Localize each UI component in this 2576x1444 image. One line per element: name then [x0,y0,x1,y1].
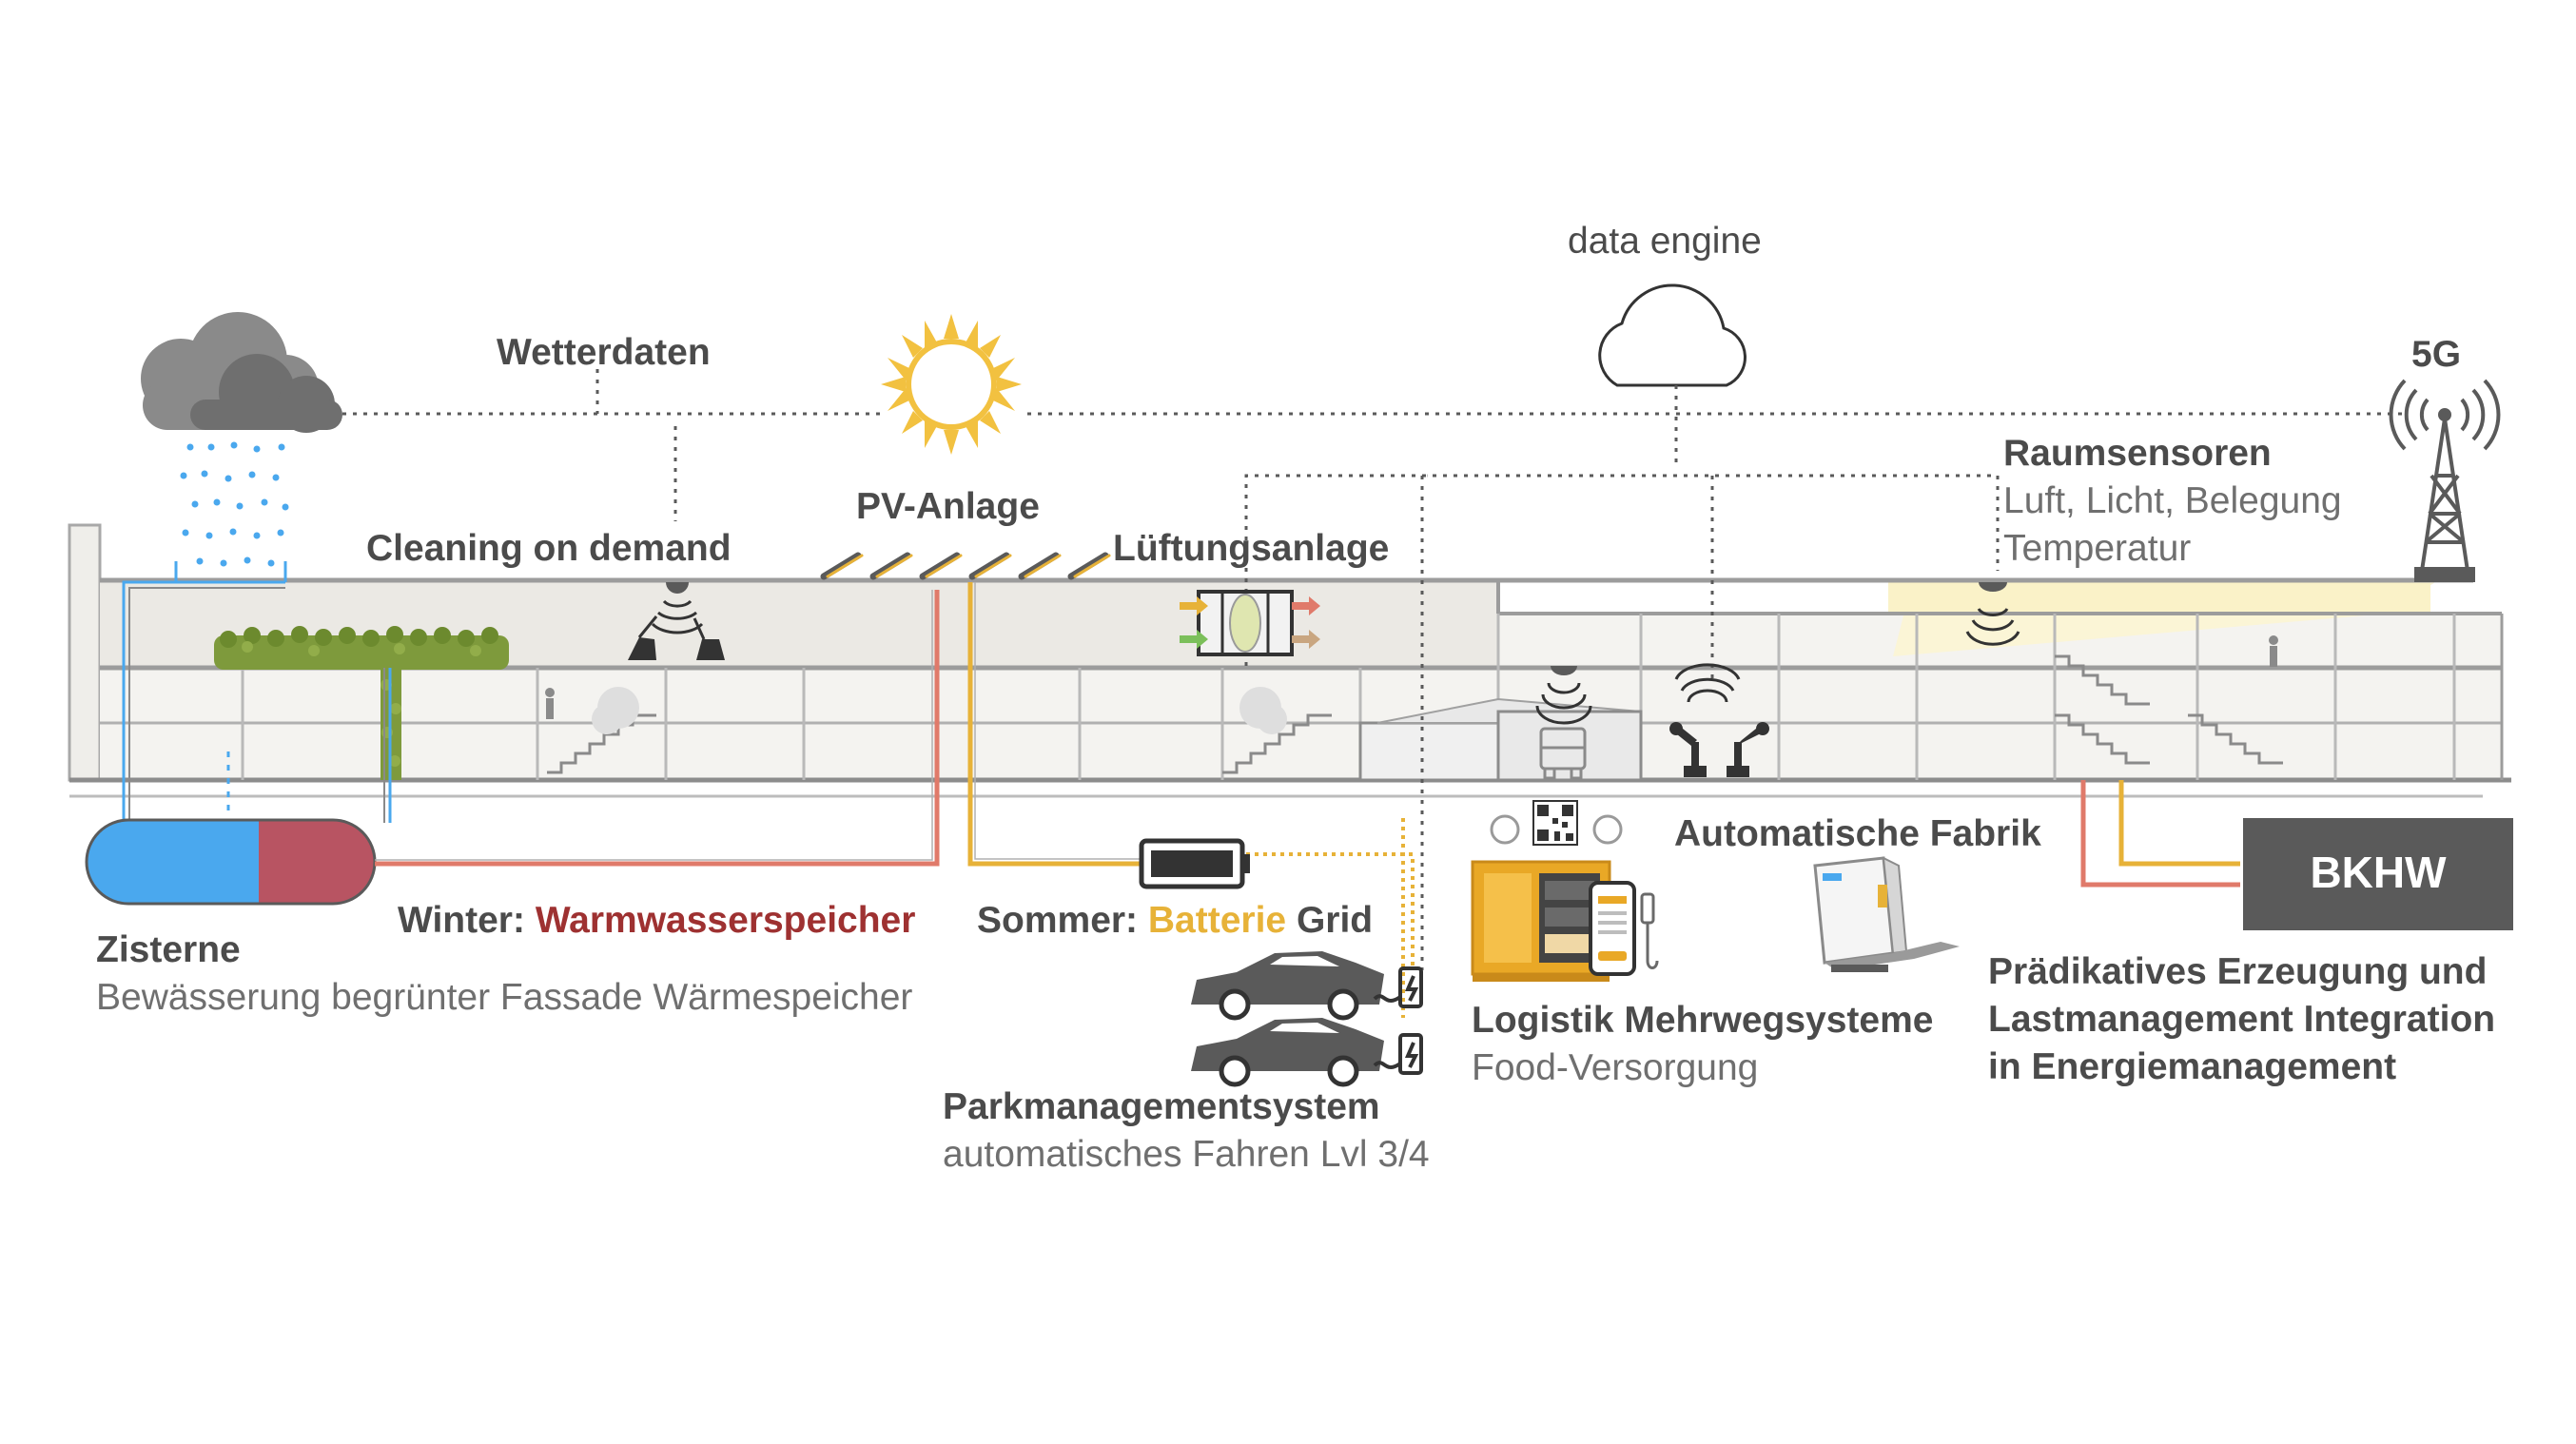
label-praed-line1: Prädikatives Erzeugung und [1988,951,2488,992]
cleaning-robot-icon [628,582,725,660]
zisterne-tank [85,818,377,906]
robot-arm-icon [1669,663,1769,777]
sensor-icon [1535,582,2020,725]
label-park: Parkmanagementsystem [943,1086,1380,1127]
rain-drops [180,441,289,567]
label-zisterne: Zisterne [96,929,241,970]
label-logistik: Logistik Mehrwegsysteme [1472,1000,1934,1041]
label-logistik-sub: Food-Versorgung [1472,1047,1759,1088]
label-bkhw: BKHW [2310,848,2447,897]
person-icon [545,635,2278,719]
tree-icon [592,687,1287,734]
charger-icon [1373,966,1423,1075]
warm-pipe [375,590,2240,888]
rain-cloud-icon [141,312,342,433]
antenna-5g-icon [2389,379,2501,582]
battery-icon [1139,838,1250,889]
bkhw-box [2243,818,2513,930]
ventilation-unit-icon [1180,590,1320,656]
label-raumsensoren: Raumsensoren [2003,433,2272,474]
label-winter: Winter: Warmwasserspeicher [398,900,916,942]
pv-panels [820,552,1111,580]
label-5g: 5G [2411,334,2462,375]
winter-highlight: Warmwasserspeicher [535,900,916,941]
label-raumsensoren-line1: Luft, Licht, Belegung [2003,480,2342,521]
label-sommer: Sommer: Batterie Grid [977,900,1374,942]
wifi-icon [1490,814,1623,845]
water-pipes [122,561,392,823]
label-cleaning: Cleaning on demand [366,528,732,569]
building-section [68,523,2511,798]
handheld-scanner-icon [1640,892,1659,969]
label-zisterne-sub: Bewässerung begrünter Fassade Wärmespeic… [96,977,913,1018]
truck-icon [1539,727,1587,780]
sommer-suffix: Grid [1286,900,1374,941]
label-wetterdaten: Wetterdaten [497,332,711,373]
sun-icon [881,314,1022,455]
label-lueftung: Lüftungsanlage [1113,528,1390,569]
label-park-sub: automatisches Fahren Lvl 3/4 [943,1134,1430,1175]
winter-prefix: Winter: [398,900,536,941]
qr-code-icon [1532,800,1578,846]
label-pv-anlage: PV-Anlage [856,486,1040,527]
label-automatische-fabrik: Automatische Fabrik [1674,813,2041,854]
agv-robot-icon [1813,856,1960,972]
data-cloud-icon [1598,283,1747,387]
battery-pipe [967,582,1415,1018]
car-icon [1191,951,1384,1087]
label-data-engine: data engine [1568,221,1762,262]
sommer-prefix: Sommer: [977,900,1148,941]
label-raumsensoren-line2: Temperatur [2003,528,2192,569]
label-praed-line3: in Energiemanagement [1988,1046,2397,1087]
smartphone-icon [1589,881,1636,976]
label-praed-line2: Lastmanagement Integration [1988,999,2496,1040]
sommer-highlight: Batterie [1147,900,1287,941]
